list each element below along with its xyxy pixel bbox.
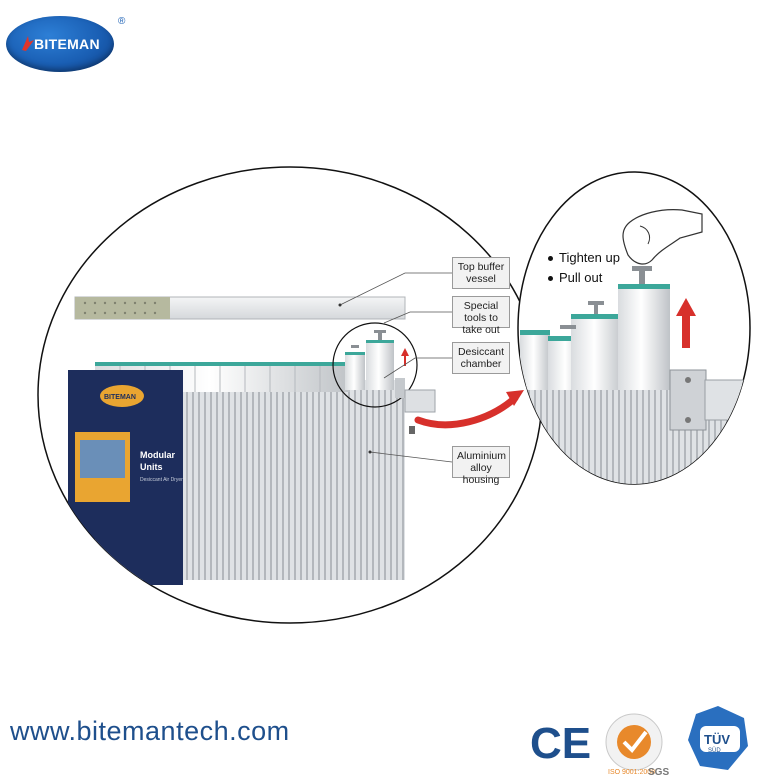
panel-title-1: Modular (140, 450, 175, 460)
svg-text:CE: CE (530, 719, 591, 768)
ce-mark: CE (530, 719, 591, 768)
website-url[interactable]: www.bitemantech.com (10, 716, 290, 747)
svg-text:TÜV: TÜV (704, 732, 730, 747)
label-special-tools: Special tools to take out (452, 296, 510, 328)
label-desiccant-chamber: Desiccant chamber (452, 342, 510, 374)
bullet-icon (548, 276, 553, 281)
instructions-list: Tighten up Pull out (548, 248, 620, 288)
svg-text:SGS: SGS (648, 767, 669, 778)
tuv-badge: TÜV SÜD (688, 706, 748, 770)
instruction-tighten: Tighten up (548, 248, 620, 268)
instruction-tighten-text: Tighten up (559, 248, 620, 268)
label-top-buffer-vessel: Top buffer vessel (452, 257, 510, 289)
instruction-pull-text: Pull out (559, 268, 602, 288)
panel-title-2: Units (140, 462, 163, 472)
panel-brand: BITEMAN (104, 394, 136, 401)
panel-subtitle: Desiccant Air Dryer (140, 477, 183, 483)
instruction-pull: Pull out (548, 268, 620, 288)
svg-text:SÜD: SÜD (708, 747, 721, 754)
iso-badge: ISO 9001:2008 SGS (606, 714, 669, 778)
bullet-icon (548, 256, 553, 261)
label-aluminium-housing: Aluminium alloy housing (452, 446, 510, 478)
